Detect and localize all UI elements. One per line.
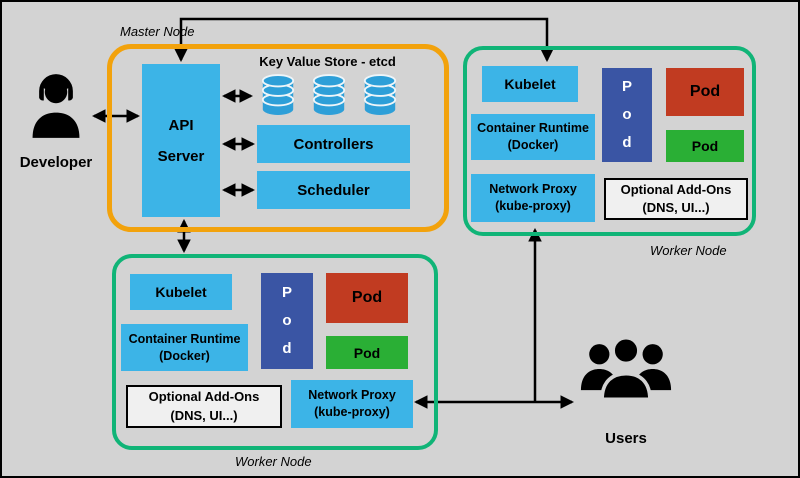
optional-addons-label-bottom: Optional Add-Ons <box>148 389 260 405</box>
developer-icon <box>26 70 86 147</box>
pod-green-label-top: Pod <box>691 138 719 154</box>
network-proxy-sublabel-bottom: (kube-proxy) <box>314 405 390 419</box>
container-runtime-sublabel-top: (Docker) <box>507 138 559 152</box>
worker-node-top-container <box>463 46 756 236</box>
scheduler-label: Scheduler <box>297 181 370 199</box>
kubelet-label-bottom: Kubelet <box>155 284 207 300</box>
container-runtime-label-bottom: Container Runtime <box>128 331 241 346</box>
pod-green-box-bottom: Pod <box>326 336 408 369</box>
etcd-database-icon <box>312 74 346 115</box>
pod-column-label-top: Pod <box>621 78 632 151</box>
master-node-label: Master Node <box>120 24 195 39</box>
etcd-cluster <box>255 72 403 118</box>
pod-column-box-bottom: Pod <box>261 273 313 369</box>
pod-green-box-top: Pod <box>666 130 744 162</box>
worker-node-bottom-label: Worker Node <box>235 454 312 469</box>
api-server-label-line2: Server <box>157 147 205 165</box>
kubelet-box-top: Kubelet <box>482 66 578 102</box>
pod-red-label-top: Pod <box>689 83 721 100</box>
controllers-label: Controllers <box>293 135 374 153</box>
optional-addons-box-top: Optional Add-Ons (DNS, UI...) <box>604 178 748 220</box>
worker-node-bottom-container <box>112 254 438 450</box>
master-node-container <box>107 44 449 232</box>
api-server-label-line1: API <box>168 116 194 134</box>
etcd-title: Key Value Store - etcd <box>259 54 396 69</box>
users-label: Users <box>605 430 647 447</box>
network-proxy-box-bottom: Network Proxy (kube-proxy) <box>291 380 413 428</box>
optional-addons-sublabel-bottom: (DNS, UI...) <box>170 407 238 423</box>
optional-addons-sublabel-top: (DNS, UI...) <box>642 200 710 215</box>
container-runtime-label-top: Container Runtime <box>477 121 589 136</box>
container-runtime-sublabel-bottom: (Docker) <box>159 348 210 363</box>
pod-red-label-bottom: Pod <box>351 289 383 306</box>
etcd-database-icon <box>363 74 397 115</box>
network-proxy-label-top: Network Proxy <box>489 182 577 197</box>
pod-red-box-top: Pod <box>666 68 744 116</box>
controllers-box: Controllers <box>257 125 410 163</box>
kubelet-box-bottom: Kubelet <box>130 274 232 310</box>
container-runtime-box-bottom: Container Runtime (Docker) <box>121 324 248 371</box>
pod-green-label-bottom: Pod <box>353 344 381 361</box>
scheduler-box: Scheduler <box>257 171 410 209</box>
kubelet-label-top: Kubelet <box>504 76 556 92</box>
network-proxy-sublabel-top: (kube-proxy) <box>495 199 571 213</box>
etcd-database-icon <box>261 74 295 115</box>
optional-addons-box-bottom: Optional Add-Ons (DNS, UI...) <box>126 385 282 428</box>
optional-addons-label-top: Optional Add-Ons <box>620 181 732 197</box>
container-runtime-box-top: Container Runtime (Docker) <box>471 114 595 160</box>
network-proxy-box-top: Network Proxy (kube-proxy) <box>471 174 595 222</box>
developer-label: Developer <box>19 154 93 171</box>
pod-red-box-bottom: Pod <box>326 273 408 323</box>
api-server-box: API Server <box>142 64 220 217</box>
pod-column-box-top: Pod <box>602 68 652 162</box>
users-icon <box>580 328 672 415</box>
pod-column-label-bottom: Pod <box>281 284 292 357</box>
network-proxy-label-bottom: Network Proxy <box>308 388 396 403</box>
worker-node-top-label: Worker Node <box>650 243 727 258</box>
